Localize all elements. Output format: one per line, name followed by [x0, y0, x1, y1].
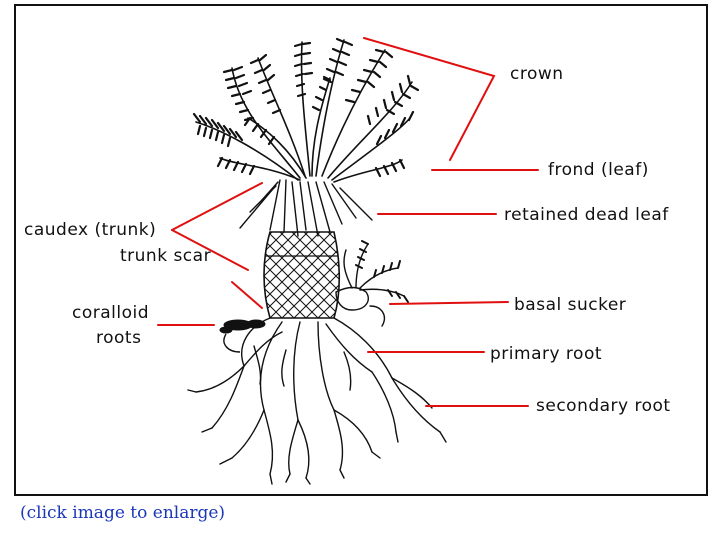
label-primary-root: primary root [490, 346, 602, 363]
label-coralloid: coralloid [72, 305, 149, 322]
label-trunk-scar: trunk scar [120, 248, 211, 265]
label-roots: roots [96, 330, 141, 347]
label-crown: crown [510, 66, 564, 83]
caudex-leader [172, 183, 262, 230]
label-basal-sucker: basal sucker [514, 297, 626, 314]
basal-sucker-illustration [336, 241, 408, 326]
label-caudex: caudex (trunk) [24, 222, 156, 239]
crown-illustration [194, 39, 418, 182]
enlarge-image-link[interactable]: (click image to enlarge) [20, 503, 225, 523]
retained-dead-leaves-illustration [240, 180, 372, 236]
label-frond: frond (leaf) [548, 162, 649, 179]
trunk-scar-leader [232, 282, 262, 308]
roots-illustration [188, 318, 446, 484]
label-retained-dead-leaf: retained dead leaf [504, 207, 669, 224]
trunk-illustration [264, 232, 339, 318]
label-secondary-root: secondary root [536, 398, 671, 415]
